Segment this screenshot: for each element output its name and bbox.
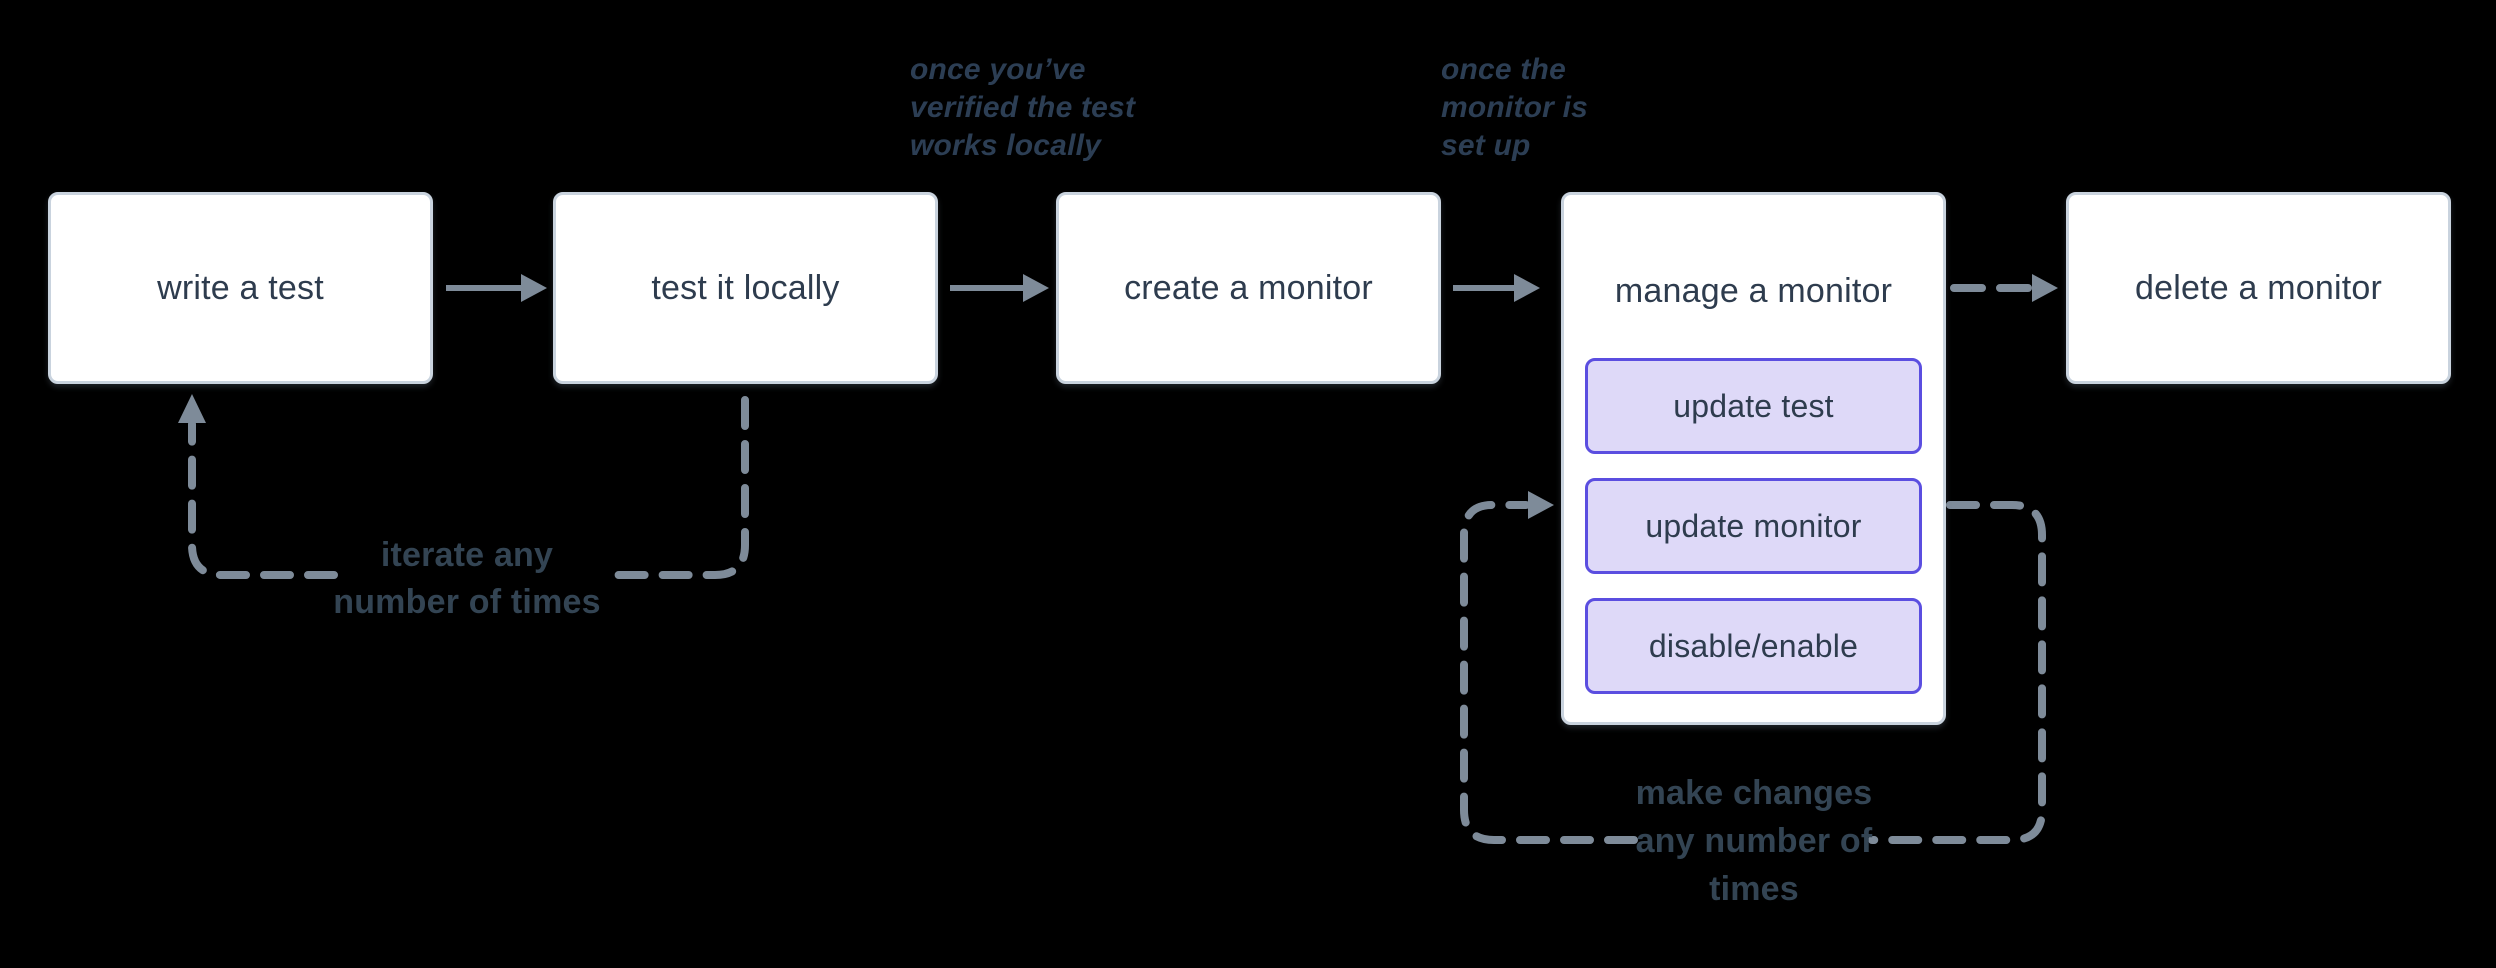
loop-segment	[1868, 501, 2046, 844]
iterate-loop-label: iterate any number of times	[312, 532, 622, 626]
annotation-line: works locally	[910, 129, 1102, 162]
arrow-create-to-manage	[1453, 274, 1540, 302]
loop-segment	[188, 420, 338, 579]
arrowhead-right-icon	[1514, 274, 1540, 302]
flow-box-delete-a-monitor: delete a monitor	[2066, 192, 2451, 384]
sub-box-label: update test	[1673, 387, 1834, 424]
make-changes-loop-label: make changes any number of times	[1598, 769, 1910, 913]
box-label: write a test	[157, 268, 324, 307]
box-label: delete a monitor	[2134, 268, 2382, 307]
arrowhead-right-icon	[1023, 274, 1049, 302]
annotation-line: set up	[1441, 129, 1531, 162]
sub-box-update-monitor: update monitor	[1585, 478, 1922, 574]
arrowhead-right-icon	[1528, 491, 1554, 519]
flow-box-test-it-locally: test it locally	[553, 192, 938, 384]
loop-label-line: make changes	[1635, 774, 1873, 812]
iterate-loop-path	[178, 394, 749, 579]
arrowhead-right-icon	[2032, 274, 2058, 302]
flow-box-write-a-test: write a test	[48, 192, 433, 384]
box-label: create a monitor	[1124, 268, 1373, 307]
loop-label-line: times	[1709, 870, 1799, 908]
annotation-once-the-monitor: once the monitor is set up	[1441, 51, 1588, 165]
annotation-line: once you’ve	[910, 53, 1086, 86]
annotation-line: once the	[1441, 53, 1566, 86]
make-changes-loop-path	[1460, 491, 2046, 844]
sub-box-label: disable/enable	[1648, 627, 1859, 664]
loop-label-line: iterate any	[380, 536, 554, 574]
loop-segment	[608, 396, 749, 579]
arrowhead-right-icon	[521, 274, 547, 302]
sub-box-label: update monitor	[1645, 507, 1862, 544]
loop-label-line: any number of	[1635, 822, 1873, 860]
box-label: manage a monitor	[1614, 271, 1893, 310]
arrow-test-to-create	[950, 274, 1049, 302]
manage-a-monitor-title: manage a monitor	[1564, 195, 1943, 387]
sub-box-disable-enable: disable/enable	[1585, 598, 1922, 694]
loop-label-line: number of times	[333, 583, 601, 621]
dashed-arrow-manage-to-delete	[1950, 274, 2058, 302]
arrow-write-to-test	[446, 274, 547, 302]
arrowhead-up-icon	[178, 394, 206, 423]
sub-box-update-test: update test	[1585, 358, 1922, 454]
annotation-line: monitor is	[1441, 91, 1589, 124]
annotation-once-youve: once you’ve verified the test works loca…	[910, 51, 1135, 165]
box-label: test it locally	[651, 268, 840, 307]
flow-box-manage-a-monitor: manage a monitor update test update moni…	[1561, 192, 1946, 725]
annotation-line: verified the test	[910, 91, 1136, 124]
loop-segment	[1460, 501, 1638, 844]
flow-box-create-a-monitor: create a monitor	[1056, 192, 1441, 384]
